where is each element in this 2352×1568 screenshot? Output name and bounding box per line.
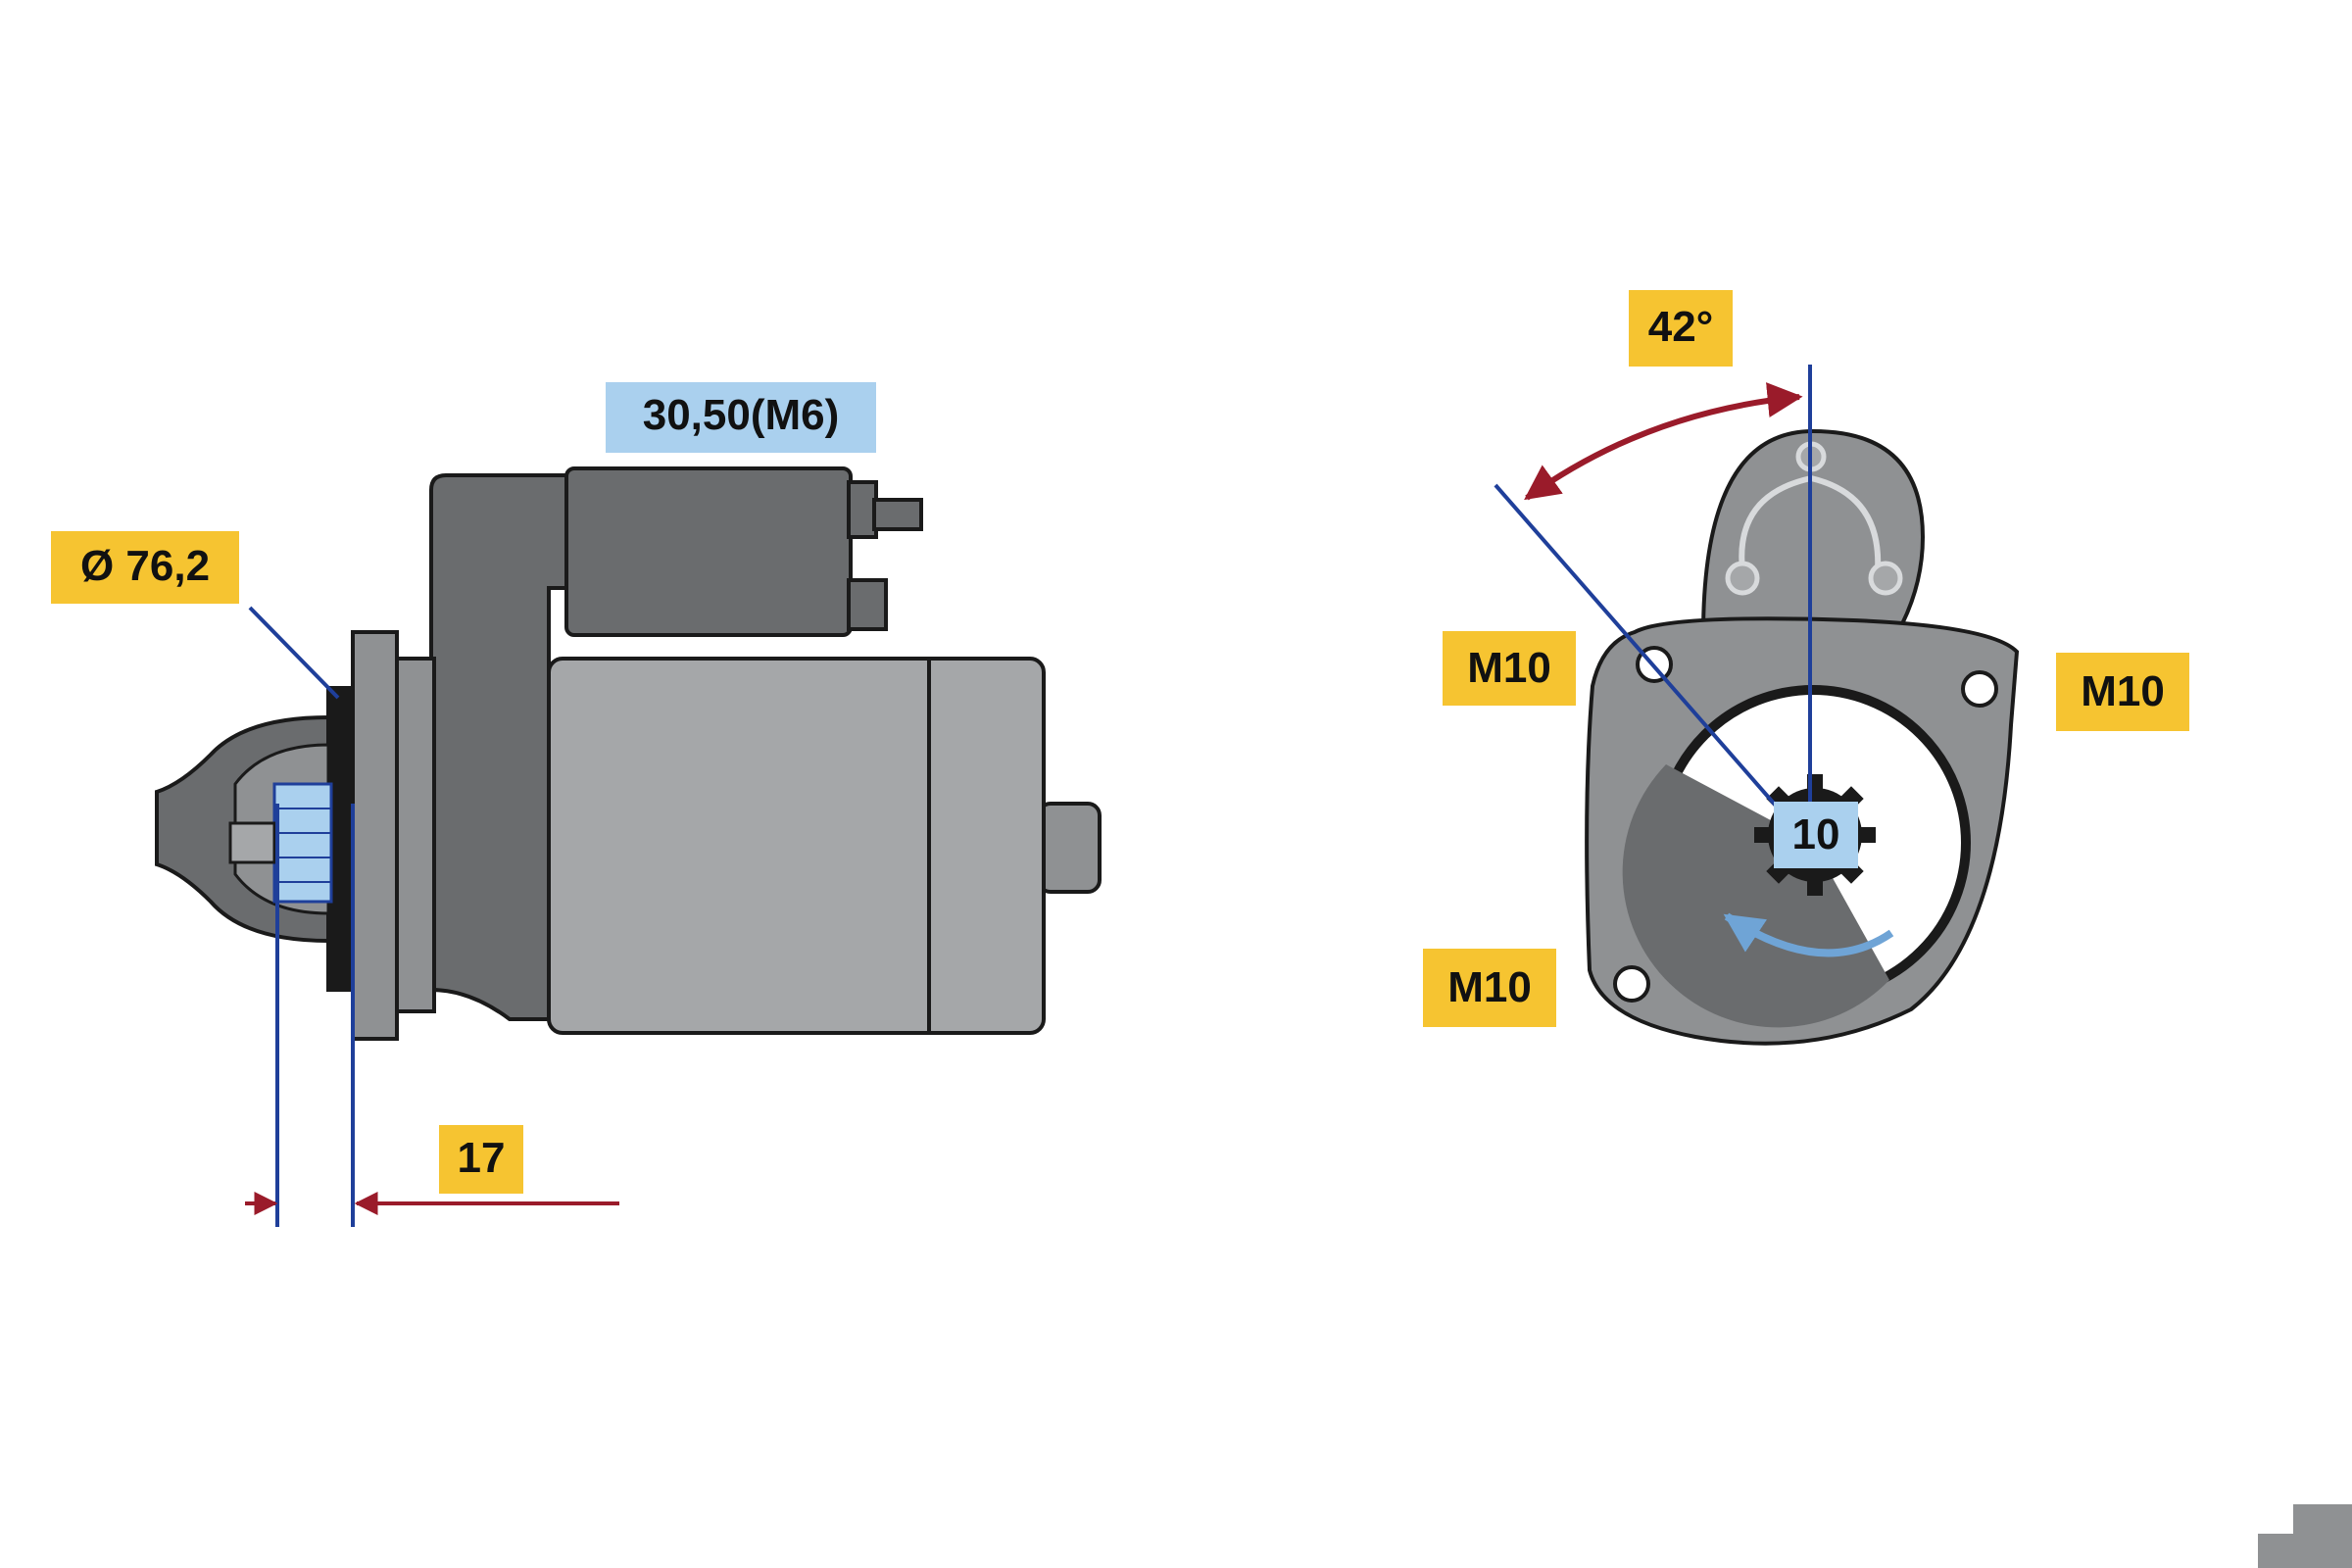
pinion-offset-text: 17: [458, 1134, 506, 1182]
diameter-leader-line: [248, 606, 340, 700]
motor-housing: [547, 657, 1046, 1035]
starter-motor-front-view-icon: [1585, 428, 2020, 1046]
bolt-upper-left-text: M10: [1467, 644, 1551, 692]
pinion-gear: [272, 782, 333, 904]
pinion-teeth-text: 10: [1792, 810, 1840, 858]
side-view-dimensions: [245, 606, 619, 1227]
counterclockwise-rotation-arrow-icon: [1723, 912, 1894, 957]
pinion-offset-label: 17: [439, 1125, 523, 1194]
starter-motor-side-view-icon: [155, 466, 1102, 1041]
corner-fragment: [2258, 1504, 2352, 1568]
bolt-upper-left-label: M10: [1443, 631, 1576, 706]
bolt-lower-left-text: M10: [1447, 963, 1532, 1011]
solenoid: [564, 466, 853, 637]
drive-bracket: [429, 473, 570, 1021]
mounting-flange: [351, 630, 399, 1041]
front-view-dimensions: [1494, 365, 1812, 808]
bolt-upper-right-label: M10: [2056, 653, 2189, 731]
nose-bore-shade: [1622, 764, 1889, 1028]
bolt-upper-right-text: M10: [2081, 667, 2165, 715]
shaft-tip: [228, 821, 276, 864]
angle-arc-arrow: [1524, 382, 1803, 501]
mount-angle-label: 42°: [1629, 290, 1733, 367]
solenoid-terminal-text: 30,50(M6): [643, 391, 840, 439]
bolt-hole-upper-right: [1961, 670, 1998, 708]
pinion-teeth-label: 10: [1774, 802, 1858, 868]
mount-angle-text: 42°: [1648, 303, 1714, 351]
terminal-stud: [872, 498, 923, 531]
flange-diameter-text: Ø 76,2: [80, 542, 210, 590]
flange-collar: [395, 657, 436, 1013]
solenoid-cap: [847, 480, 878, 539]
rear-bushing: [1037, 802, 1102, 894]
flange-diameter-label: Ø 76,2: [51, 531, 239, 604]
bolt-lower-left-label: M10: [1423, 949, 1556, 1027]
solenoid-terminal-label: 30,50(M6): [606, 382, 876, 453]
terminal-stud-lower: [847, 578, 888, 631]
angled-axis-line: [1494, 483, 1778, 808]
bolt-hole-lower: [1613, 965, 1650, 1003]
